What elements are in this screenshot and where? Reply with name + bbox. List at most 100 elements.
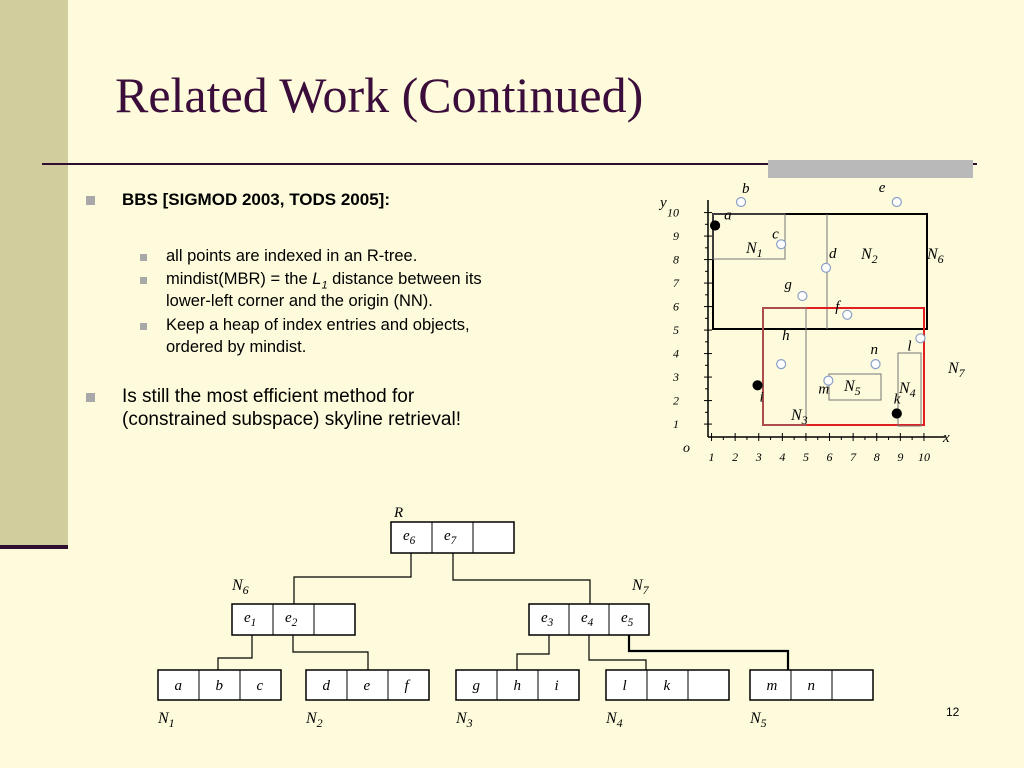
slide-title: Related Work (Continued) [115,67,644,123]
leaf-n3-box [455,669,580,701]
data-point-e [891,196,902,208]
leaf-n1: a b c [157,669,282,701]
bullet-heap: Keep a heap of index entries and objects… [166,316,470,334]
leaf-label-n3: N3 [455,710,473,730]
x-tick-label: 2 [732,450,738,464]
bullet-marker [86,196,95,205]
y-tick-label: 5 [673,323,679,337]
edge-n7-n5 [627,635,790,670]
data-point-h [776,359,787,370]
title-accent-bar [768,160,973,178]
bullet-rtree: all points are indexed in an R-tree. [166,247,418,265]
bullet-mindist: mindist(MBR) = the L1 distance between i… [166,270,482,292]
data-point-l [915,333,926,344]
mbr-n6 [712,213,928,330]
edge-n7-n4 [588,635,647,670]
leaf-n1-entry-b: b [216,678,224,694]
leaf-n3-entry-i: i [555,678,559,694]
node-n7-entry-e3: e3 [541,610,554,629]
y-tick-label: 3 [672,370,679,384]
data-point-a [709,220,721,231]
leaf-n1-entry-a: a [175,678,183,694]
data-point-m [823,375,834,386]
leaf-label-n5: N5 [749,710,767,730]
point-label-b: b [742,181,750,197]
point-label-a: a [724,208,732,224]
y-tick-label: 7 [673,276,680,290]
sidebar-accent-line [0,545,68,549]
y-tick-label: 6 [673,300,679,314]
y-tick-label: 9 [673,229,679,243]
point-label-g: g [784,277,792,293]
page-number: 12 [946,705,960,719]
mbr-label-n1: N1 [745,240,763,260]
leaf-n3: g h i [455,669,580,701]
mbr-n1 [712,213,786,260]
x-tick-label: 6 [827,450,833,464]
edge-n6-n2 [292,635,369,670]
leaf-n3-entry-h: h [514,678,522,694]
leaf-label-n1: N1 [157,710,175,730]
point-label-f: f [835,299,841,315]
y-tick-label: 2 [673,394,679,408]
point-label-n: n [871,342,879,358]
data-point-f [842,309,853,320]
leaf-n4-box [605,669,730,701]
point-label-c: c [772,226,779,242]
y-tick-label: 8 [673,253,679,267]
root-label: R [393,505,403,521]
x-tick-label: 5 [803,450,809,464]
mbr-label-n3: N3 [790,407,808,427]
x-tick-label: 7 [850,450,857,464]
x-tick-label: 9 [897,450,903,464]
root-node-entry-e7: e7 [444,528,458,547]
leaf-n2-entry-f: f [405,678,411,694]
leaf-label-n4: N4 [605,710,623,730]
node-n6-entry-e2: e2 [285,610,298,629]
node-n6-entry-e1: e1 [244,610,256,629]
x-axis-label: x [942,430,950,446]
leaf-label-n2: N2 [305,710,323,730]
x-tick-label: 8 [874,450,880,464]
leaf-n5-box [749,669,874,701]
leaf-n1-box [157,669,282,701]
bullet-bbs: BBS [SIGMOD 2003, TODS 2005]: [122,190,390,209]
node-n7-entry-e4: e4 [581,610,594,629]
point-label-h: h [782,328,790,344]
edge-n7-n3 [516,635,550,670]
x-tick-label: 3 [755,450,762,464]
y-axis-label: y [658,195,667,211]
edge-n6-n1 [217,635,253,670]
node-n7-box [528,603,650,636]
mbr-n3 [762,307,807,426]
bullet-efficient-line2: (constrained subspace) skyline retrieval… [122,409,461,430]
sub-bullet-marker [140,323,147,330]
point-label-k: k [894,392,901,408]
leaf-n3-entry-g: g [473,678,481,694]
node-label-n6: N6 [231,577,249,597]
leaf-n4-entry-k: k [664,678,671,694]
leaf-n5-entry-n: n [808,678,816,694]
mbr-label-n5: N5 [843,378,861,398]
mbr-label-n7: N7 [947,360,966,380]
mbr-label-n4: N4 [898,380,916,400]
leaf-n1-entry-c: c [257,678,264,694]
data-point-c [776,239,787,250]
sub-bullet-marker [140,277,147,284]
origin-label: o [683,441,690,456]
leaf-n5-entry-m: m [767,678,778,694]
node-n7-entry-e5: e5 [621,610,634,629]
data-point-d [820,262,832,273]
title-divider [42,163,977,165]
point-label-m: m [818,382,829,398]
x-tick-label: 1 [709,450,715,464]
edge-root-n7 [452,553,591,604]
leaf-n4-entry-l: l [623,678,627,694]
y-tick-label: 4 [673,347,679,361]
y-tick-label: 1 [673,417,679,431]
